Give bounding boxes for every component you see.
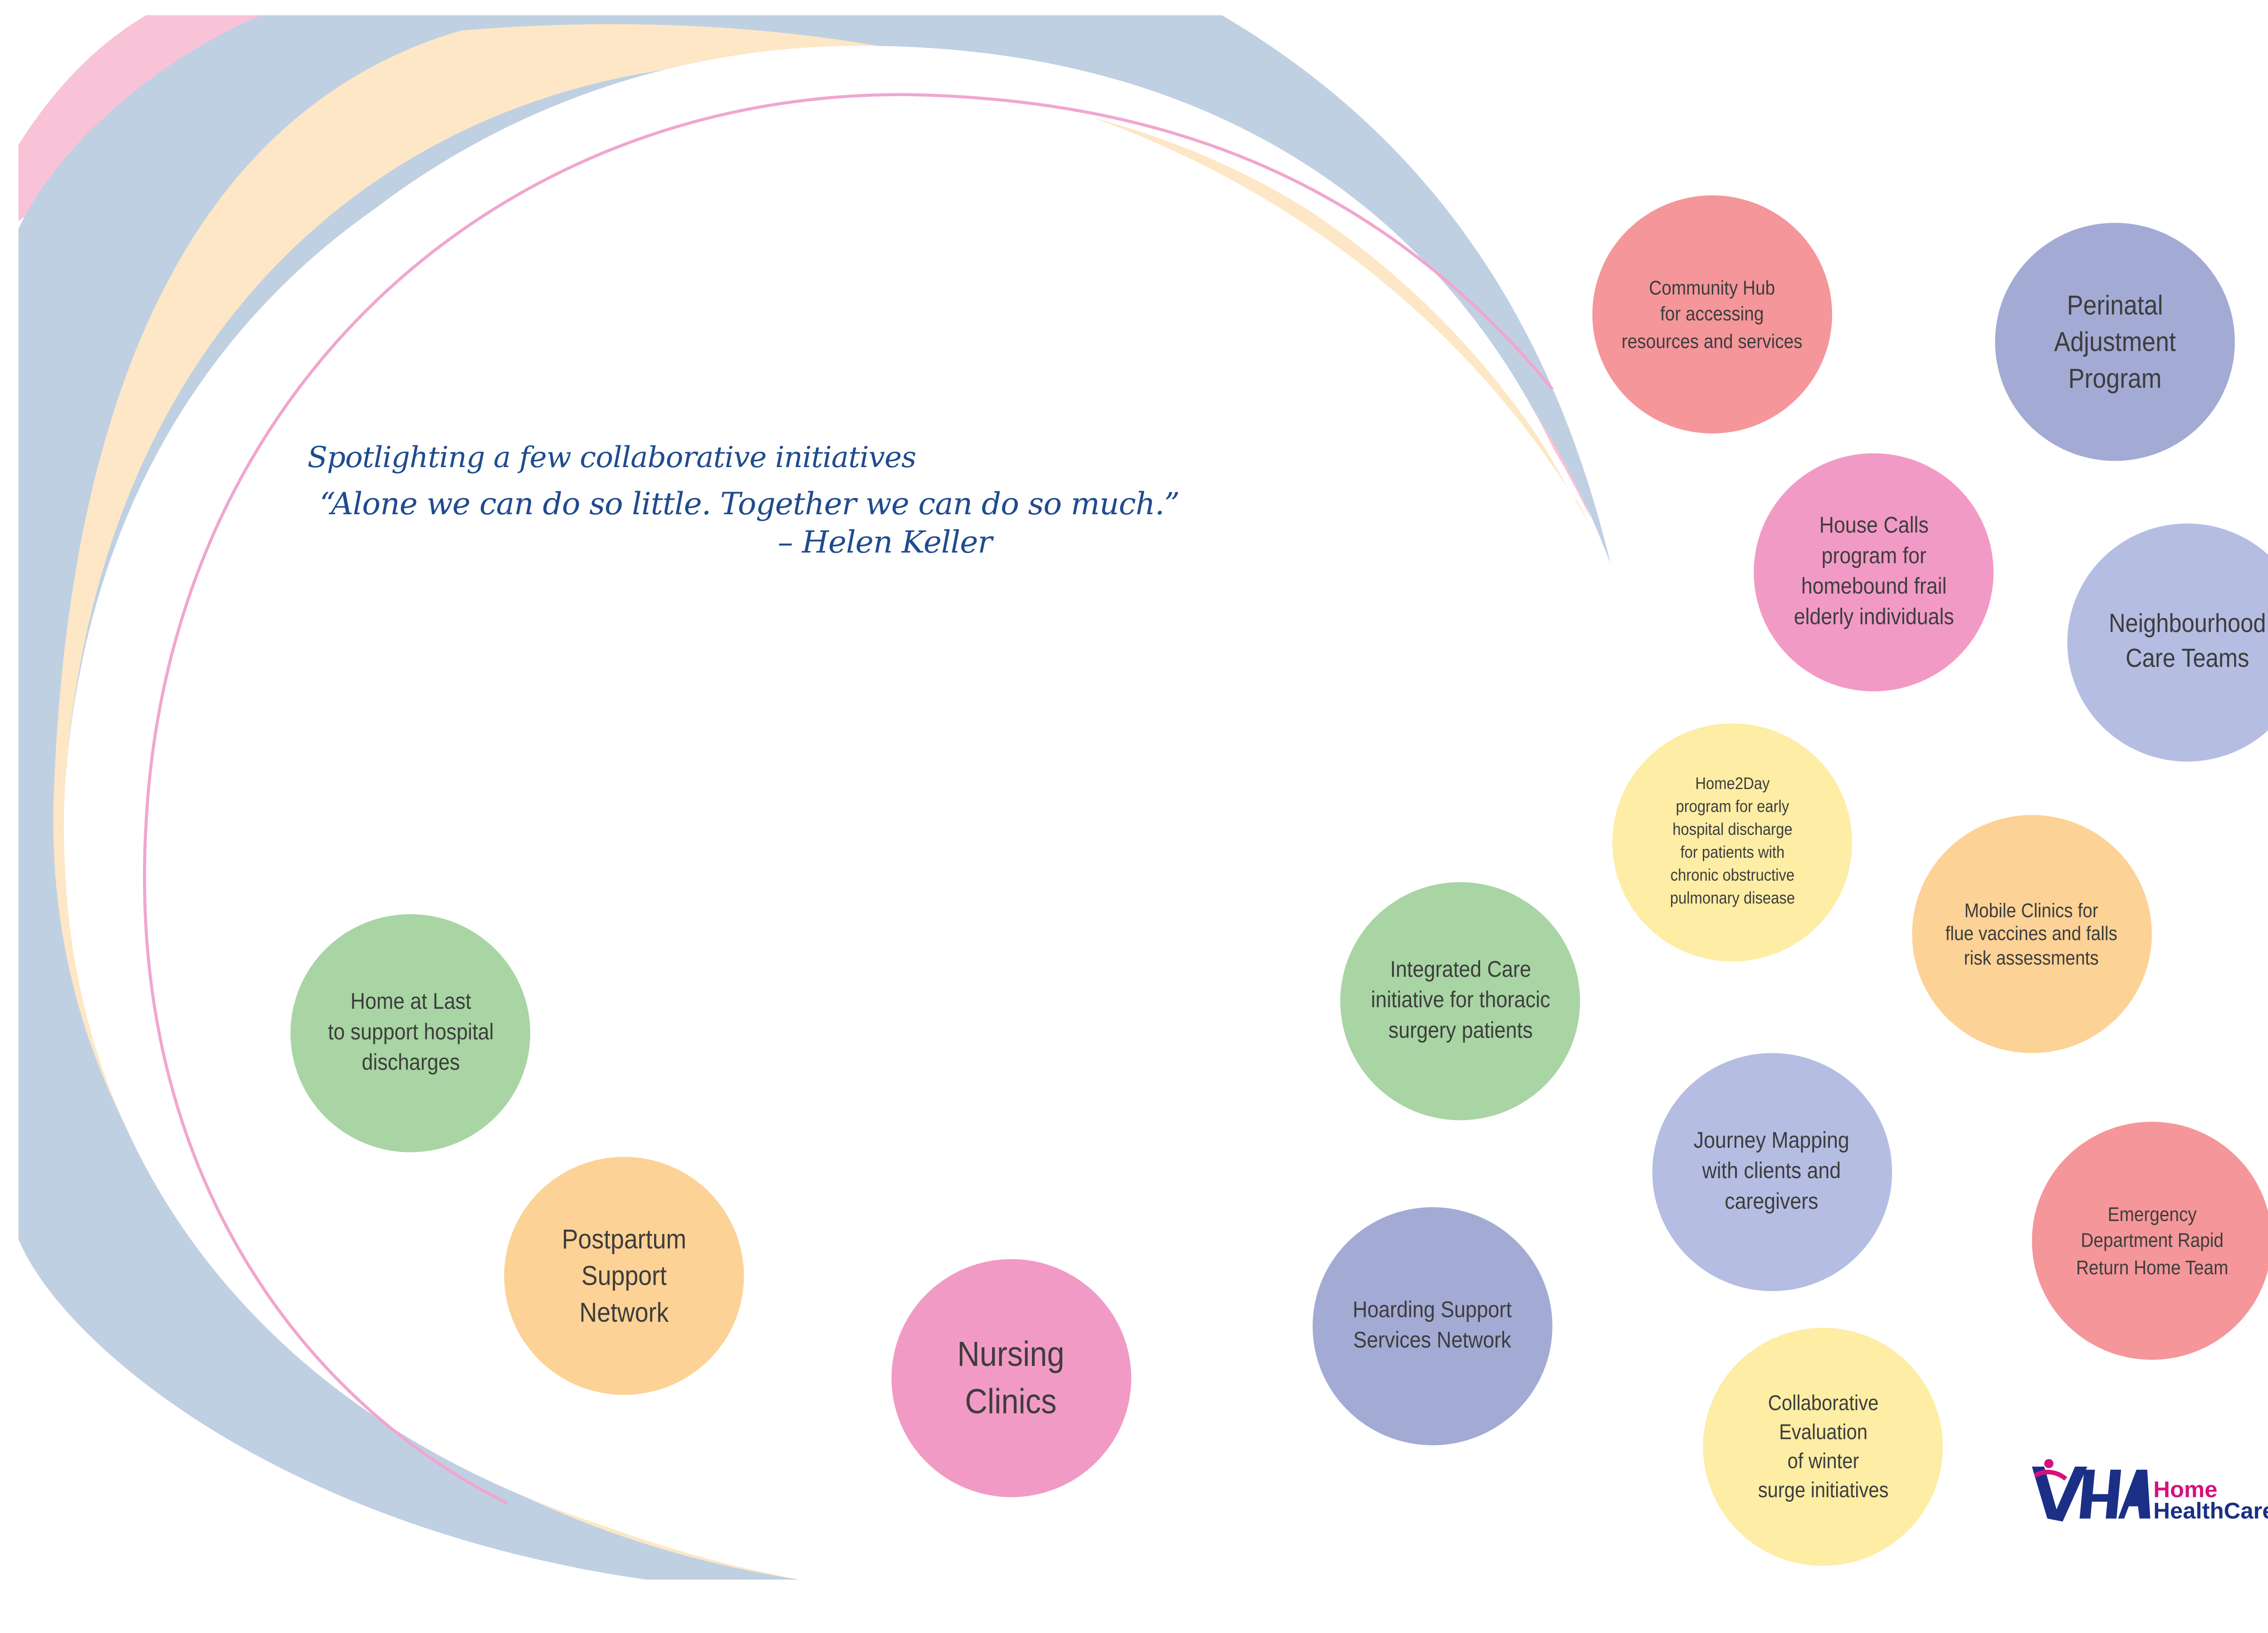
logo-word-home: Home — [2153, 1477, 2218, 1503]
vha-logo: Home HealthCare — [2029, 1458, 2268, 1526]
initiative-collaborative-evaluation: Collaborative Evaluation of winter surge… — [1703, 1327, 1943, 1566]
initiative-label: House Calls program for homebound frail … — [1794, 512, 1954, 631]
initiative-postpartum-support: Postpartum Support Network — [504, 1156, 744, 1395]
initiative-label: Home2Day program for early hospital disc… — [1670, 776, 1795, 908]
initiative-label: Perinatal Adjustment Program — [2054, 289, 2176, 394]
initiative-nursing-clinics: Nursing Clinics — [891, 1259, 1131, 1497]
initiative-mobile-clinics: Mobile Clinics for flue vaccines and fal… — [1912, 815, 2152, 1053]
initiative-journey-mapping: Journey Mapping with clients and caregiv… — [1652, 1053, 1892, 1292]
initiative-label: Hoarding Support Services Network — [1353, 1297, 1512, 1354]
initiative-label: Journey Mapping with clients and caregiv… — [1694, 1127, 1850, 1215]
initiative-home2day: Home2Day program for early hospital disc… — [1612, 723, 1853, 962]
blue-swoosh — [18, 15, 1611, 1580]
initiative-label: Integrated Care initiative for thoracic … — [1370, 956, 1550, 1044]
initiative-emergency-rapid-return: Emergency Department Rapid Return Home T… — [2032, 1121, 2268, 1360]
initiative-neighbourhood-care: Neighbourhood Care Teams — [2067, 523, 2268, 762]
quote-author: – Helen Keller — [777, 523, 992, 561]
initiative-label: Mobile Clinics for flue vaccines and fal… — [1945, 898, 2118, 969]
initiative-label: Emergency Department Rapid Return Home T… — [2076, 1202, 2228, 1279]
vha-logo-mark — [2032, 1459, 2151, 1522]
initiative-house-calls: House Calls program for homebound frail … — [1754, 453, 1994, 692]
initiative-home-at-last: Home at Last to support hospital dischar… — [290, 914, 531, 1152]
initiative-label: Collaborative Evaluation of winter surge… — [1757, 1390, 1888, 1502]
initiative-label: Home at Last to support hospital dischar… — [327, 988, 494, 1077]
quote-heading: Spotlighting a few collaborative initiat… — [307, 441, 916, 475]
initiative-community-hub: Community Hub for accessing resources an… — [1592, 195, 1833, 434]
initiative-label: Community Hub for accessing resources an… — [1622, 276, 1803, 352]
initiative-label: Postpartum Support Network — [562, 1223, 686, 1328]
initiative-integrated-care: Integrated Care initiative for thoracic … — [1340, 882, 1580, 1121]
initiative-label: Nursing Clinics — [958, 1334, 1065, 1421]
initiative-label: Neighbourhood Care Teams — [2108, 609, 2266, 673]
initiative-perinatal-adjustment: Perinatal Adjustment Program — [1995, 223, 2235, 461]
quote-text: “Alone we can do so little. Together we … — [319, 485, 1180, 522]
initiative-hoarding-support: Hoarding Support Services Network — [1312, 1207, 1553, 1446]
pink-line-swoosh — [143, 93, 1554, 1505]
logo-word-healthcare: HealthCare — [2153, 1498, 2268, 1525]
